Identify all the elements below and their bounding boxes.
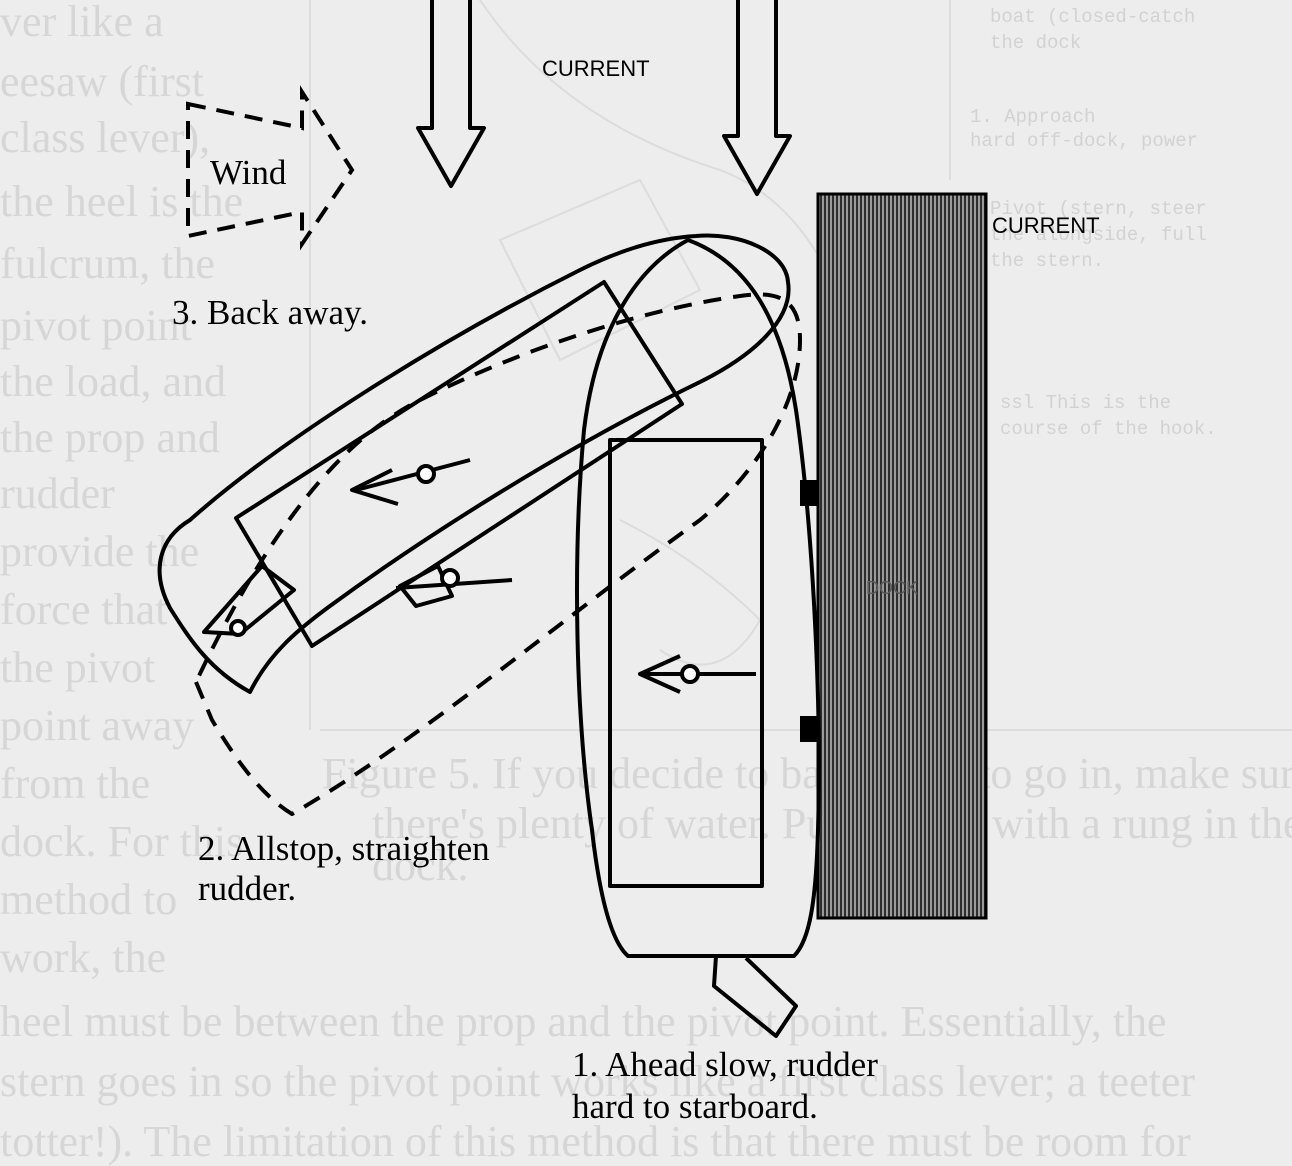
svg-text:class lever),: class lever), [0,113,210,162]
wind-label: Wind [210,153,287,192]
boat-cabin [608,438,764,888]
svg-text:course of the hook.: course of the hook. [1000,418,1217,440]
svg-text:ver like a: ver like a [0,0,164,46]
svg-text:the stern.: the stern. [990,250,1104,272]
left-arrow-icon [638,654,681,694]
svg-text:dock.: dock. [372,841,469,890]
current-label-right: CURRENT [992,213,1100,238]
thrust-arrow-3 [350,458,471,506]
step-2-label-line-1: 2. Allstop, straighten [198,829,490,868]
svg-text:boat (closed-catch: boat (closed-catch [990,6,1195,28]
svg-text:totter!). The limitation of th: totter!). The limitation of this method … [0,1117,1191,1166]
svg-text:force that: force that [0,585,167,634]
current-arrow-right [722,0,792,196]
svg-text:Figure 5. If you decide to bac: Figure 5. If you decide to back in, as t… [322,749,1292,798]
svg-text:the load, and: the load, and [0,357,226,406]
boat-position-3 [157,233,791,694]
left-arrow-icon [350,468,399,506]
svg-text:method to: method to [0,875,177,924]
dock-fender-lower [800,716,818,742]
svg-text:stern goes in so the pivot poi: stern goes in so the pivot point works l… [0,1057,1195,1106]
svg-text:1. Approach: 1. Approach [970,106,1095,128]
rudder-3 [202,564,296,637]
thrust-arrow-2 [395,564,513,608]
boat-cabin [234,280,684,648]
svg-text:work, the: work, the [0,933,166,982]
dock-label: DOCK [866,578,918,598]
rudder-icon [202,564,296,636]
svg-text:ssl This is the: ssl This is the [1000,392,1171,414]
svg-text:dock. For this: dock. For this [0,817,243,866]
svg-text:the dock: the dock [990,32,1081,54]
step-2-label-line-2: rudder. [198,869,296,908]
svg-text:the heel is the: the heel is the [0,177,243,226]
boat-hull [575,238,821,958]
boat-hull [157,233,791,694]
svg-text:Pivot (stern, steer: Pivot (stern, steer [990,198,1207,220]
current-label-top: CURRENT [542,56,650,81]
step-1-label-line-2: hard to starboard. [572,1087,818,1126]
svg-text:pivot point: pivot point [0,301,192,350]
svg-text:eesaw (first: eesaw (first [0,57,204,106]
dock: DOCK [800,192,988,920]
svg-text:from the: from the [0,759,150,808]
step-3-label: 3. Back away. [172,293,368,332]
thrust-arrow-1 [638,654,756,694]
svg-text:heel must be between the prop: heel must be between the prop and the pi… [0,997,1167,1046]
down-arrow-icon [722,0,792,196]
boat-position-2 [194,292,802,816]
rudder-icon [712,955,798,1038]
dock-fender-upper [800,480,818,506]
svg-text:point away: point away [0,701,194,750]
dashed-right-arrow-icon [186,85,355,251]
step-1-label-line-1: 1. Ahead slow, rudder [572,1045,878,1084]
down-arrow-icon [416,0,486,188]
svg-text:fulcrum, the: fulcrum, the [0,239,215,288]
svg-text:hard off-dock, power: hard off-dock, power [970,130,1198,152]
svg-text:the alongside, full: the alongside, full [990,224,1207,246]
svg-text:rudder: rudder [0,469,115,518]
svg-text:the prop and: the prop and [0,413,220,462]
current-arrow-left [416,0,486,188]
boat-position-1 [575,238,821,1038]
svg-text:provide the: provide the [0,527,199,576]
boat-hull-dashed [194,292,802,816]
svg-text:the pivot: the pivot [0,643,155,692]
